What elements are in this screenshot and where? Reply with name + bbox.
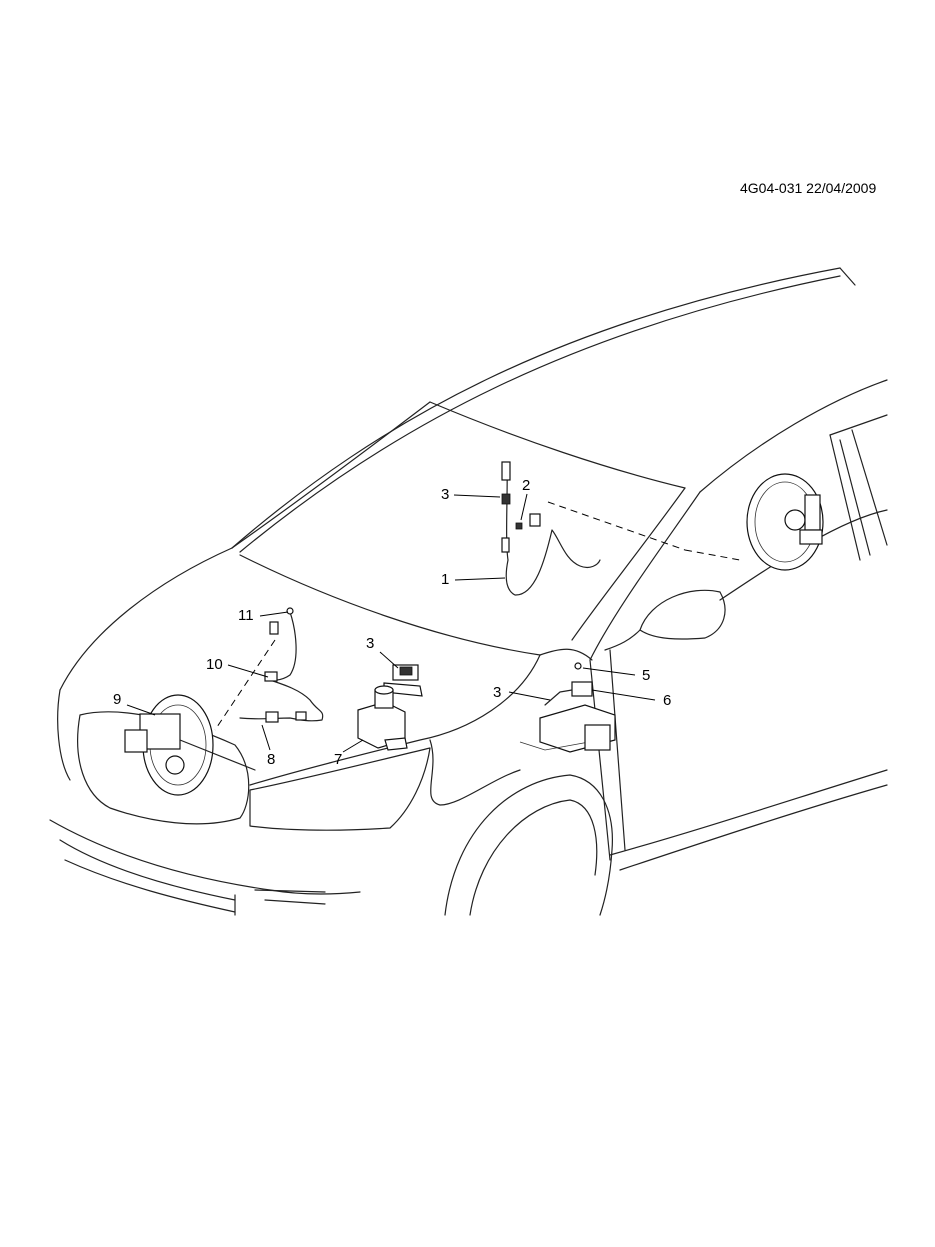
callout-11: 11: [238, 607, 254, 624]
callout-3-upper: 3: [441, 486, 450, 503]
roof-rear: [699, 379, 888, 493]
roof-line: [231, 267, 841, 549]
callout-8: 8: [267, 751, 276, 768]
rocker-line: [609, 769, 888, 856]
callout-3-middle: 3: [366, 635, 375, 652]
front-wheel-speed-sensor-harness: [239, 611, 324, 722]
fender: [429, 739, 521, 806]
callout-1: 1: [441, 571, 450, 588]
roof-line-inner: [239, 275, 841, 553]
rear-brake-assembly: [746, 473, 824, 571]
callout-7: 7: [334, 751, 343, 768]
side-mirror: [639, 589, 726, 640]
a-pillar: [571, 487, 686, 641]
headlamp: [249, 747, 431, 831]
callout-5: 5: [642, 667, 651, 684]
a-pillar-outer: [589, 491, 701, 661]
callout-2: 2: [522, 477, 531, 494]
hood-front-edge: [59, 547, 233, 691]
drawing-reference: 4G04-031 22/04/2009: [740, 180, 877, 196]
windshield-left: [231, 401, 431, 549]
windshield-top: [429, 401, 686, 489]
callout-10: 10: [206, 656, 223, 673]
callout-3-lower: 3: [493, 684, 502, 701]
wheel-arch: [444, 774, 613, 916]
hood-rear-edge: [239, 554, 541, 656]
front-brake-assembly: [124, 694, 256, 796]
hood-side: [249, 654, 541, 786]
rear-wheel-speed-sensor-harness: [505, 464, 601, 596]
callout-6: 6: [663, 692, 672, 709]
callout-9: 9: [113, 691, 122, 708]
control-module-bracket: [519, 662, 616, 753]
abs-modulator: [357, 685, 408, 751]
